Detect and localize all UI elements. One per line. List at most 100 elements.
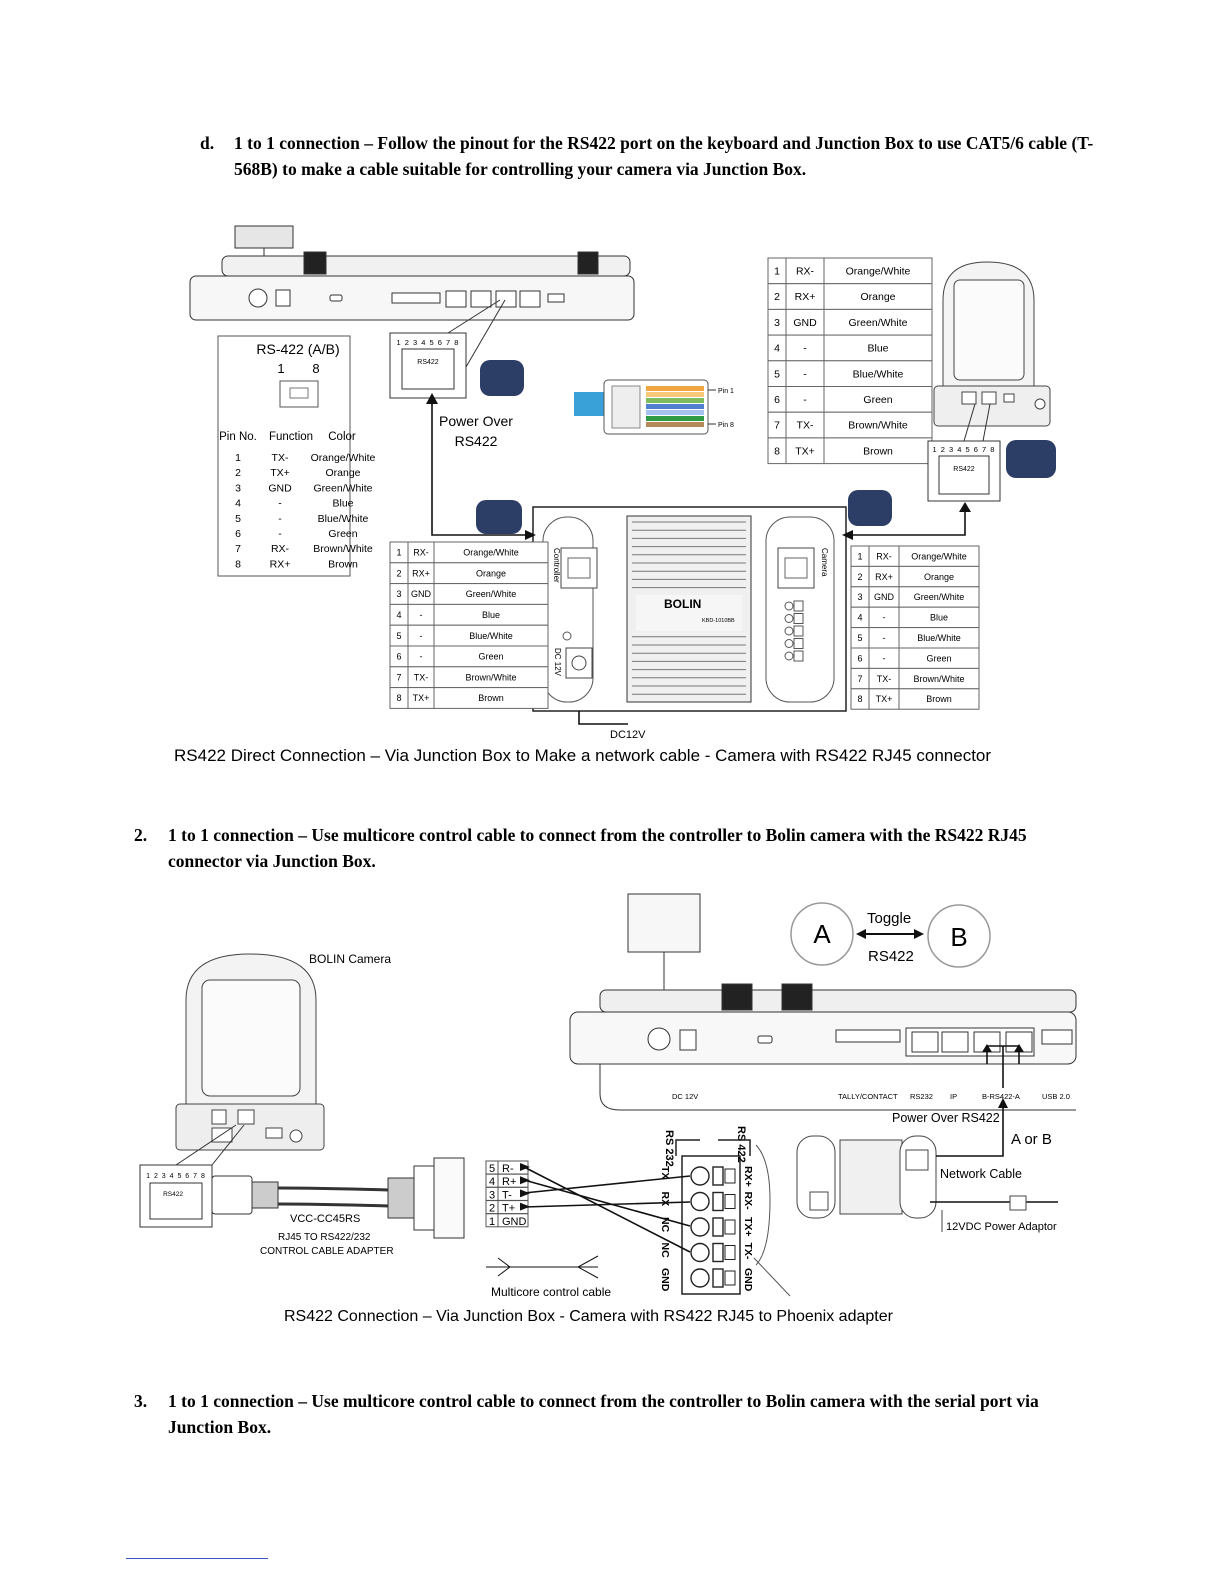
table-cell — [898, 688, 980, 710]
svg-text:1 2 3 4 5 6 7 8: 1 2 3 4 5 6 7 8 — [397, 338, 460, 347]
pin-function: RX- — [876, 551, 892, 561]
svg-text:RS 422: RS 422 — [735, 1126, 747, 1163]
pin-color: Green/White — [849, 317, 908, 329]
pin-function: - — [420, 631, 423, 641]
keyboard-port-label: RS232 — [910, 1092, 933, 1101]
power-over-label-2: RS422 — [455, 433, 498, 449]
section-d-marker: d. — [200, 133, 215, 153]
rs422-color: Orange/White — [311, 452, 376, 464]
pin-color: Blue — [482, 610, 500, 620]
section-2-marker: 2. — [134, 825, 148, 845]
pin-number: 5 — [396, 631, 401, 641]
dc12v-label: DC12V — [610, 729, 646, 741]
pin-number: 3 — [774, 317, 780, 329]
pin-function: GND — [793, 317, 817, 329]
rs422-pin-no: 2 — [235, 467, 241, 479]
figure-2-caption: RS422 Connection – Via Junction Box - Ca… — [284, 1308, 893, 1325]
pin-number: 6 — [857, 653, 862, 663]
svg-text:DC 12V: DC 12V — [553, 648, 562, 677]
pin-function: GND — [411, 589, 432, 599]
pin-color: Blue — [867, 343, 888, 355]
keyboard-port-label: TALLY/CONTACT — [838, 1092, 898, 1101]
rs422-pin-no: 5 — [235, 513, 241, 525]
pin-color: Green/White — [466, 589, 517, 599]
jb-brand: BOLIN — [664, 597, 701, 611]
pin-color: Green/White — [914, 592, 965, 602]
keyboard-port-label: DC 12V — [672, 1092, 698, 1101]
rj45-plug-illustration: Pin 1 Pin 8 — [574, 379, 734, 435]
pin-function: TX- — [797, 420, 814, 432]
toggle-label: Toggle — [867, 910, 911, 927]
section-2-text: 1 to 1 connection – Use multicore contro… — [168, 825, 1027, 871]
table-cell — [433, 687, 549, 709]
pin-color: Orange/White — [911, 551, 967, 561]
figure-1-caption: RS422 Direct Connection – Via Junction B… — [174, 746, 992, 765]
pin-function: - — [803, 394, 807, 406]
pin-number: 3 — [396, 589, 401, 599]
pin-color: Brown — [926, 694, 952, 704]
table-cell — [785, 386, 825, 413]
pin-number: 4 — [857, 613, 862, 623]
svg-text:RS422: RS422 — [417, 359, 439, 366]
adapter-desc-1: RJ45 TO RS422/232 — [278, 1232, 371, 1243]
arrowheads — [426, 393, 971, 540]
figure-rs422-direct: RS-422 (A/B) 1 8 Pin No. Function Color … — [189, 225, 1056, 741]
section-2-heading: 2. 1 to 1 connection – Use multicore con… — [134, 822, 1088, 874]
phoenix-pin-number: 1 — [489, 1216, 495, 1228]
power-adaptor-label: 12VDC Power Adaptor — [946, 1221, 1057, 1233]
crossing-wires — [523, 1166, 691, 1253]
power-over-label: Power Over — [439, 413, 513, 429]
pin-number: 7 — [857, 674, 862, 684]
pin-function: RX+ — [795, 291, 816, 303]
table-cell — [785, 360, 825, 387]
phoenix-pin-number: 3 — [489, 1189, 495, 1201]
svg-text:Function: Function — [269, 431, 313, 443]
pin-number: 2 — [774, 291, 780, 303]
pin-function: TX+ — [795, 445, 815, 457]
pin-number: 1 — [774, 266, 780, 278]
phoenix-pin-number: 4 — [489, 1176, 495, 1188]
adapter-cable — [211, 1157, 465, 1239]
toggle-a: A — [813, 919, 831, 949]
terminal-label-right: RX+ — [742, 1166, 754, 1187]
rs422-function: RX- — [271, 543, 290, 555]
svg-text:RS 232: RS 232 — [663, 1130, 675, 1167]
phoenix-pin-label: T+ — [502, 1203, 515, 1215]
pin-function: - — [883, 633, 886, 643]
table-cell — [823, 308, 933, 336]
pin-number: 6 — [774, 394, 780, 406]
rs422-pin-no: 8 — [235, 558, 241, 570]
svg-text:Camera: Camera — [820, 548, 829, 577]
section-3-marker: 3. — [134, 1391, 148, 1411]
junction-box: Controller DC 12V BOLIN KBD-1010BB Camer… — [532, 506, 847, 712]
pin-color: Orange — [924, 572, 954, 582]
terminal-label-left: RX — [659, 1192, 671, 1207]
pin1-label: Pin 1 — [718, 388, 734, 395]
pin-number: 2 — [396, 568, 401, 578]
pin-function: RX+ — [875, 572, 893, 582]
rs422-color: Blue — [332, 498, 353, 510]
jb-model: KBD-1010BB — [702, 618, 735, 624]
network-cable-line — [930, 1100, 1058, 1203]
rs422-color: Orange — [325, 467, 360, 479]
pin-color: Orange/White — [463, 548, 519, 558]
pin-function: TX+ — [876, 694, 893, 704]
pin-color: Brown — [478, 693, 504, 703]
pin-function: - — [883, 613, 886, 623]
pin-function: - — [883, 653, 886, 663]
keyboard-arrows — [986, 1045, 1020, 1088]
table-cell — [785, 437, 825, 465]
pin-color: Orange — [860, 291, 895, 303]
svg-text:8: 8 — [312, 361, 319, 376]
pin-color: Green — [926, 653, 951, 663]
rs422-color: Blue/White — [318, 513, 369, 525]
pin-number: 8 — [396, 693, 401, 703]
rs422-function: RX+ — [270, 558, 291, 570]
table-cell — [823, 283, 933, 310]
rs422-pin-no: 6 — [235, 528, 241, 540]
rs422-pinout-box: RS-422 (A/B) 1 8 Pin No. Function Color … — [217, 335, 376, 577]
adapter-desc-2: CONTROL CABLE ADAPTER — [260, 1246, 394, 1257]
